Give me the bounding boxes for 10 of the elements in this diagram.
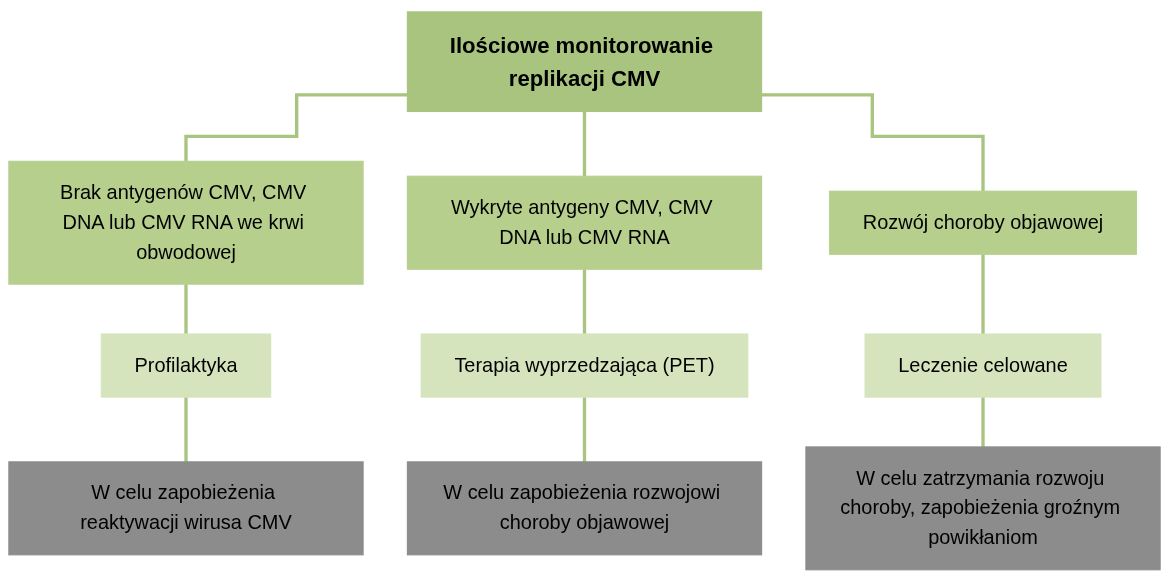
node-box: W celu zatrzymania rozwoju choroby, zapobieżenia groźnym powikłaniom — [805, 446, 1161, 570]
node-box: Ilościowe monitorowanie replikacji CMV — [406, 10, 763, 112]
node-box: Profilaktyka — [100, 333, 272, 398]
node-box: Rozwój choroby objawowej — [829, 190, 1137, 255]
node-box: W celu zapobieżenia reaktywacji wirusa CMV — [8, 460, 364, 556]
node-box: W celu zapobieżenia rozwojowi choroby objawowej — [406, 460, 763, 556]
node-box: Brak antygenów CMV, CMV DNA lub CMV RNA we krwi obwodowej — [8, 160, 364, 285]
node-box: Wykryte antygeny CMV, CMV DNA lub CMV RNA — [406, 175, 763, 270]
node-box: Leczenie celowane — [864, 333, 1102, 398]
node-box: Terapia wyprzedzająca (PET) — [420, 333, 749, 398]
